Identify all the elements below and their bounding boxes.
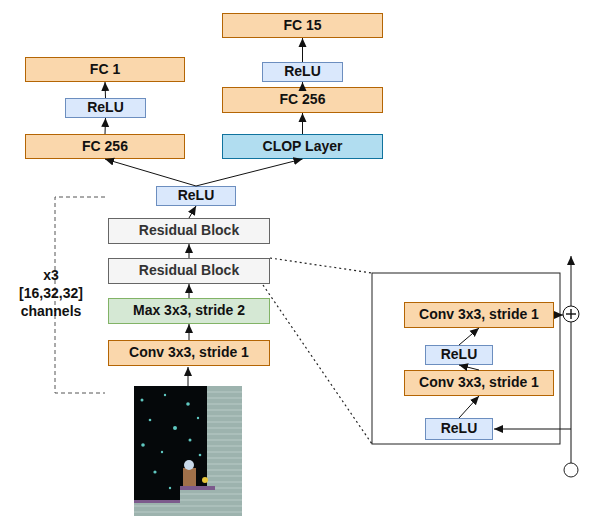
- node-text: ReLU: [284, 64, 321, 79]
- inset-frame: [372, 273, 560, 444]
- clop-box: CLOP Layer: [222, 134, 383, 159]
- layer-box: FC 1: [25, 57, 185, 82]
- node-text: FC 1: [90, 62, 120, 77]
- repeat-label: x3 [16,32,32] channels: [12, 266, 90, 321]
- input-circle: [564, 463, 578, 477]
- node-text: FC 15: [283, 18, 321, 33]
- layer-box: Conv 3x3, stride 1: [404, 302, 554, 328]
- flow-arrow: [105, 118, 107, 134]
- node-text: CLOP Layer: [263, 139, 343, 154]
- node-text: FC 256: [280, 92, 326, 107]
- node-text: ReLU: [441, 347, 478, 362]
- layer-box: FC 256: [25, 134, 185, 159]
- branch-arrow: [494, 429, 571, 430]
- flow-arrow: [105, 159, 196, 186]
- activation-box: ReLU: [425, 345, 493, 365]
- flow-arrow: [302, 38, 303, 62]
- flow-arrow: [105, 82, 107, 98]
- flow-arrow: [189, 206, 196, 218]
- layer-box: Conv 3x3, stride 1: [404, 370, 554, 396]
- sum-symbol: [563, 306, 579, 322]
- flow-arrow: [196, 159, 303, 186]
- flow-arrow: [459, 328, 479, 345]
- node-text: ReLU: [178, 188, 215, 203]
- node-text: Residual Block: [139, 223, 239, 238]
- node-text: Residual Block: [139, 263, 239, 278]
- flow-arrow: [459, 396, 479, 418]
- activation-box: ReLU: [156, 186, 236, 206]
- activation-box: ReLU: [425, 418, 493, 440]
- activation-box: ReLU: [262, 62, 343, 82]
- node-text: Conv 3x3, stride 1: [129, 345, 249, 360]
- layer-box: Conv 3x3, stride 1: [108, 340, 270, 366]
- node-text: Conv 3x3, stride 1: [419, 375, 539, 390]
- residual-box: Residual Block: [108, 218, 270, 244]
- game-frame: [134, 386, 242, 516]
- flow-arrow: [189, 324, 190, 340]
- output-arrow: [571, 256, 572, 306]
- layer-box: FC 15: [222, 13, 383, 38]
- zoom-leader: [270, 258, 372, 273]
- node-text: ReLU: [441, 421, 478, 436]
- node-text: FC 256: [82, 139, 128, 154]
- activation-box: ReLU: [65, 98, 146, 118]
- skip-wire: [571, 322, 572, 463]
- node-text: Conv 3x3, stride 1: [419, 307, 539, 322]
- flow-arrow: [302, 113, 303, 134]
- flow-arrow: [302, 82, 303, 87]
- sum-symbol: [570, 309, 571, 319]
- node-text: Max 3x3, stride 2: [133, 303, 245, 318]
- residual-box: Residual Block: [108, 258, 270, 284]
- input-arrow: [188, 367, 189, 386]
- pool-box: Max 3x3, stride 2: [108, 298, 270, 324]
- sum-arrow: [554, 315, 563, 316]
- zoom-leader: [263, 285, 372, 444]
- flow-arrow: [189, 284, 190, 298]
- node-text: ReLU: [87, 100, 124, 115]
- flow-arrow: [189, 244, 190, 258]
- layer-box: FC 256: [222, 87, 383, 113]
